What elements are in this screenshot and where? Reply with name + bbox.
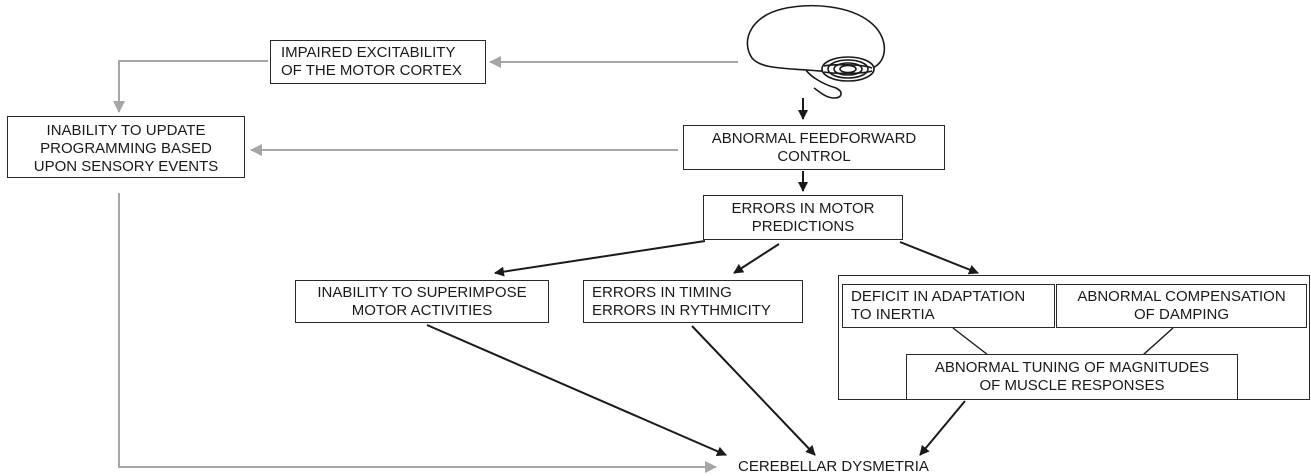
connector-compensation-to-tuning <box>1142 327 1174 356</box>
connector-adaptation-to-tuning <box>952 327 989 356</box>
abnormal-tuning-box: ABNORMAL TUNING OF MAGNITUDES OF MUSCLE … <box>906 354 1238 400</box>
arrow-impaired-to-inability <box>113 60 268 113</box>
abnormal-feedforward-box: ABNORMAL FEEDFORWARD CONTROL <box>683 125 945 170</box>
inability-superimpose-box: INABILITY TO SUPERIMPOSE MOTOR ACTIVITIE… <box>295 280 549 323</box>
arrow-errors-to-superimpose <box>494 240 706 277</box>
errors-timing-box: ERRORS IN TIMING ERRORS IN RYTHMICITY <box>583 280 803 323</box>
cerebellar-dysmetria-label: CEREBELLAR DYSMETRIA <box>738 458 929 475</box>
arrow-errors-to-timing <box>733 243 780 274</box>
brain-cerebellum-icon <box>746 4 886 99</box>
abnormal-compensation-box: ABNORMAL COMPENSATION OF DAMPING <box>1056 284 1307 328</box>
arrow-superimpose-to-dysmetria <box>426 324 727 456</box>
arrow-timing-to-dysmetria <box>691 325 816 456</box>
deficit-adaptation-box: DEFICIT IN ADAPTATION TO INERTIA <box>842 284 1055 328</box>
impaired-excitability-box: IMPAIRED EXCITABILITY OF THE MOTOR CORTE… <box>270 40 486 84</box>
arrow-inability-to-dysmetria <box>118 193 717 473</box>
arrow-errors-to-group <box>899 241 979 275</box>
arrow-tuning-to-dysmetria <box>919 400 966 456</box>
inability-update-box: INABILITY TO UPDATE PROGRAMMING BASED UP… <box>7 116 245 178</box>
errors-motor-predictions-box: ERRORS IN MOTOR PREDICTIONS <box>703 195 903 240</box>
